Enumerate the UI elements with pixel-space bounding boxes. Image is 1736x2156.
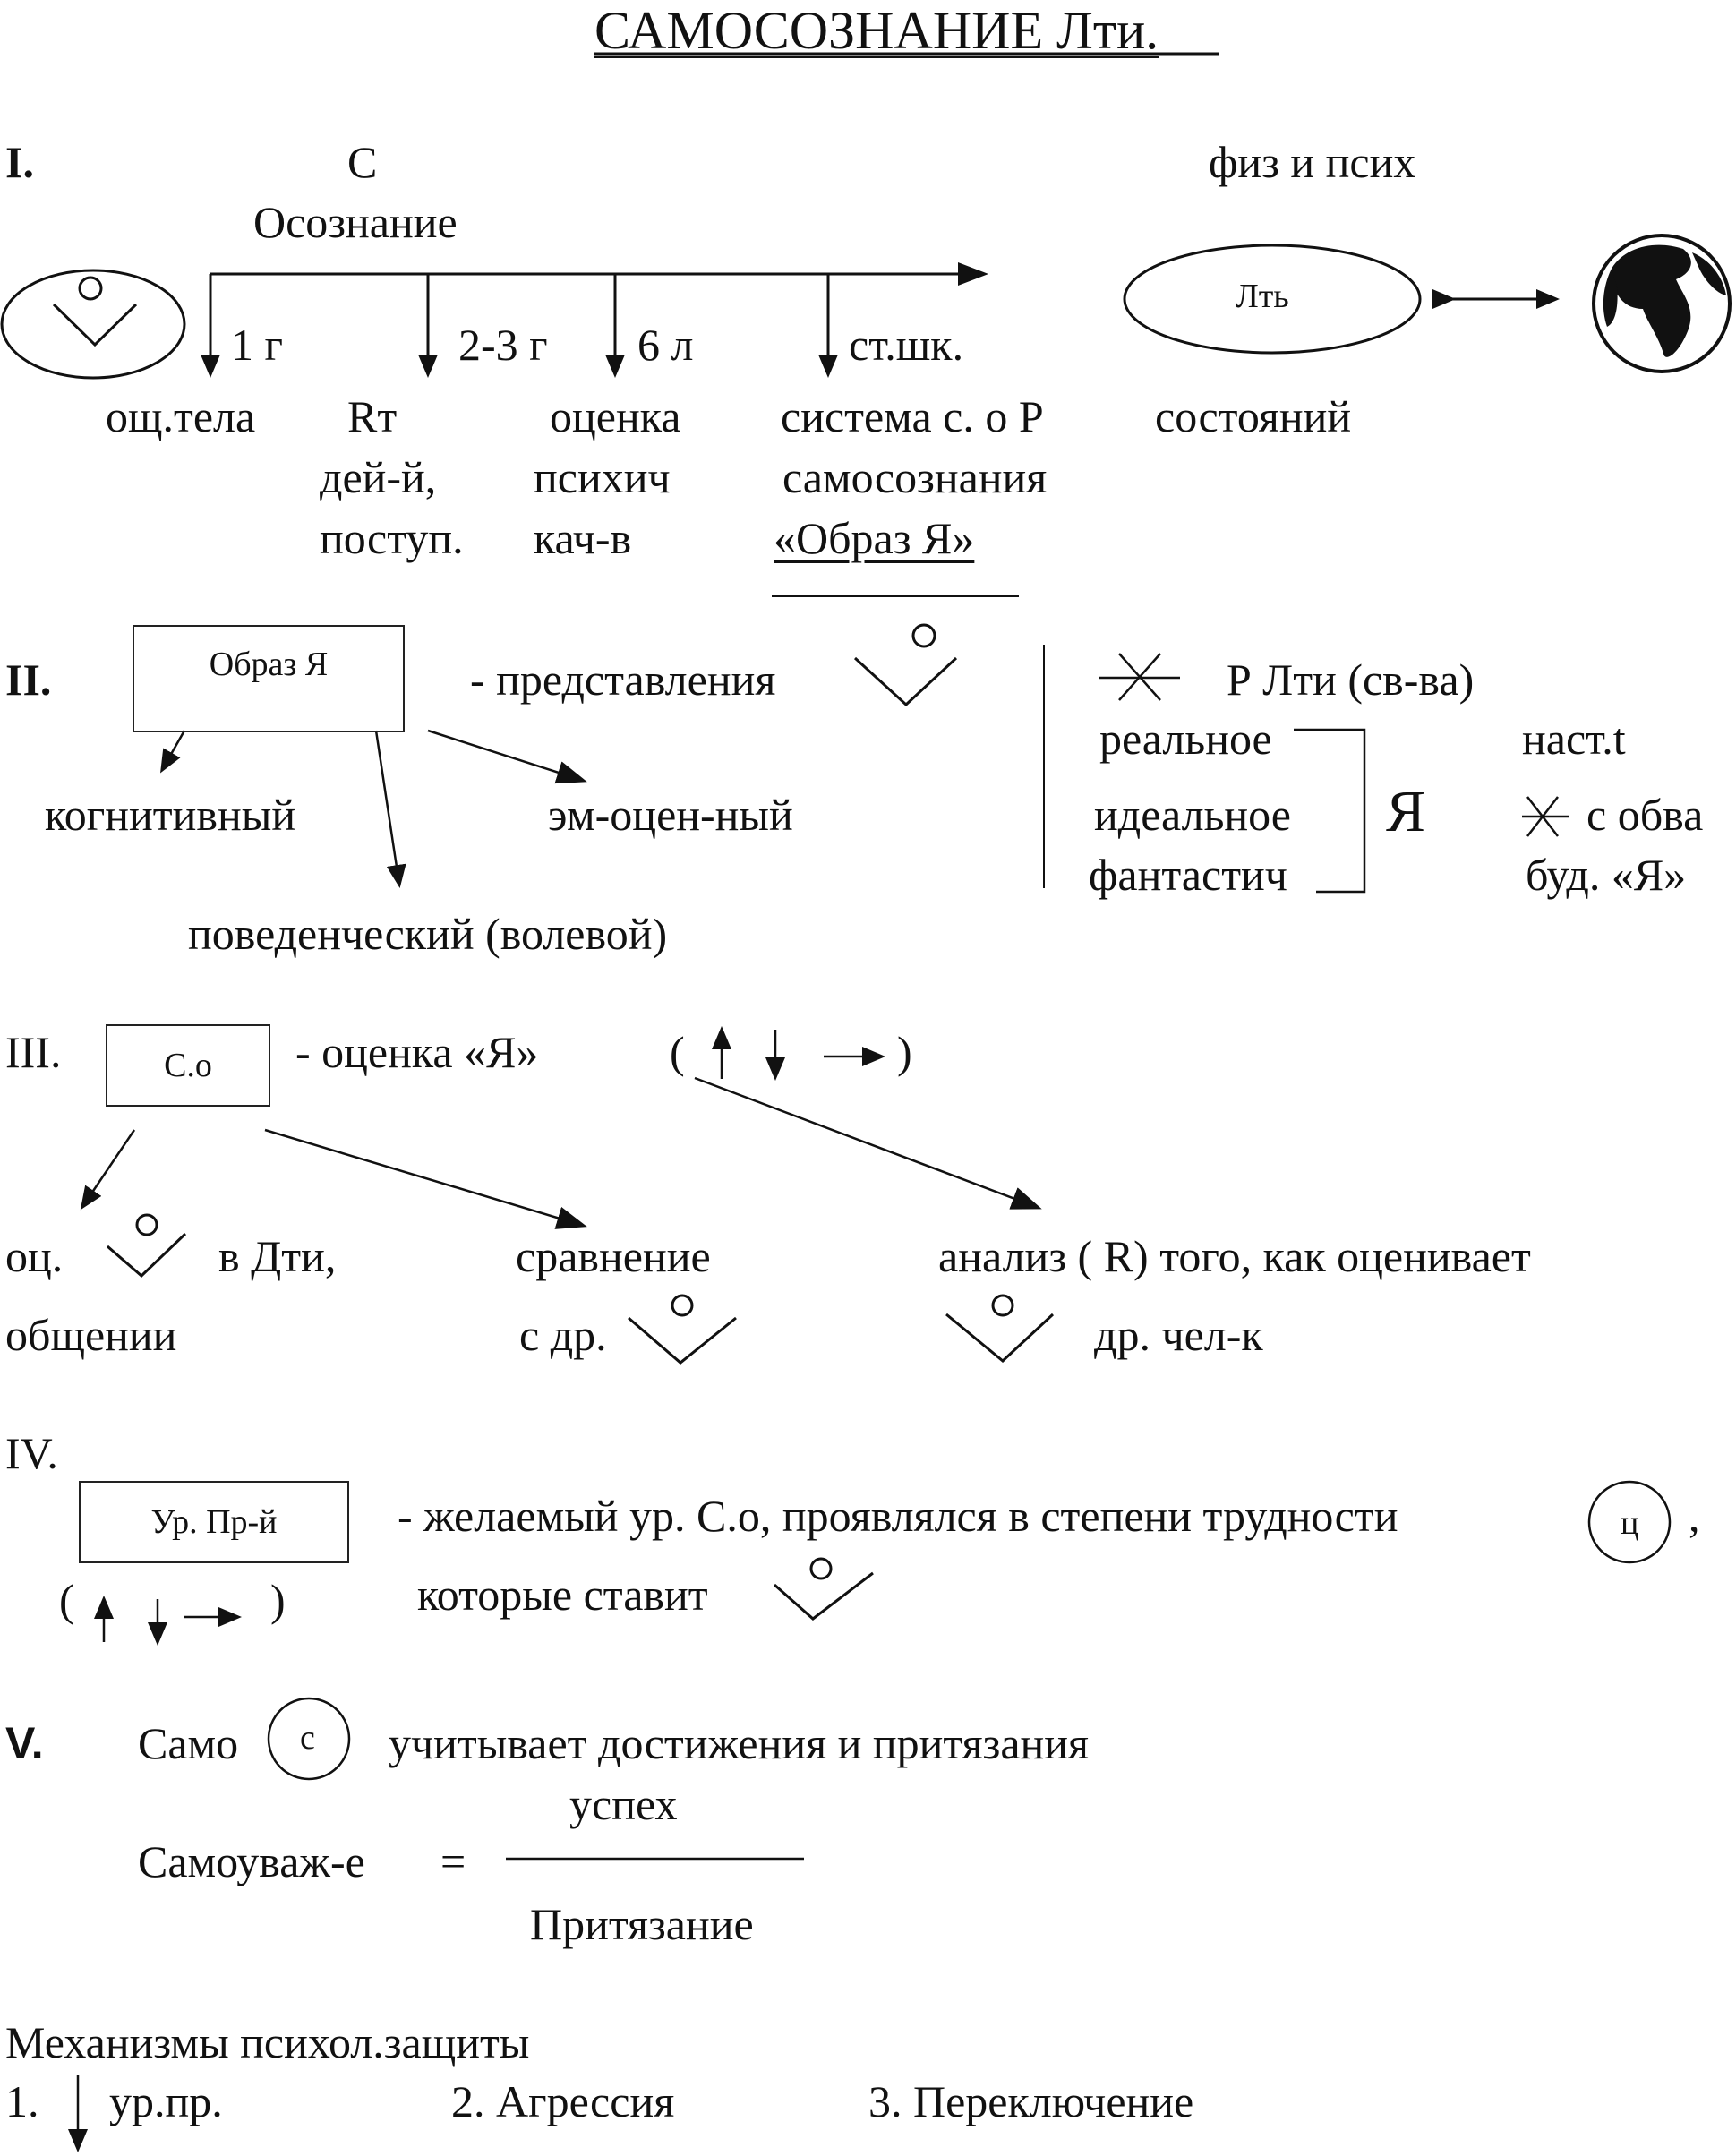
paren-open-2: ( xyxy=(59,1575,74,1625)
considers-label: учитывает достижения и притязания xyxy=(389,1718,1090,1768)
with-others-label: с др. xyxy=(519,1310,607,1360)
cognitive-label: когнитивный xyxy=(45,790,296,840)
star-symbol xyxy=(1099,653,1180,701)
col2-line1: Rт xyxy=(347,391,398,441)
in-activity-label: в Дти, xyxy=(218,1231,337,1281)
globe-icon xyxy=(1592,234,1732,373)
col4-line2: самосознания xyxy=(782,452,1048,502)
numerator-label: успех xyxy=(569,1779,678,1829)
person-icon xyxy=(853,623,958,707)
mechanism-3: 3. Переключение xyxy=(868,2076,1194,2126)
section-2-numeral: II. xyxy=(5,654,52,705)
section-4-numeral: IV. xyxy=(5,1428,58,1478)
col2-line3: поступ. xyxy=(320,513,464,563)
personality-label: Лть xyxy=(1236,278,1289,315)
mechanism-2: 2. Агрессия xyxy=(451,2076,675,2126)
equals-sign: = xyxy=(440,1836,466,1886)
consciousness-circle xyxy=(267,1697,351,1781)
col3-line3: кач-в xyxy=(534,513,632,563)
c-letter: С xyxy=(347,137,378,187)
section-1-numeral: I. xyxy=(5,137,34,187)
desired-label: - желаемый ур. С.о, проявлялся в степени… xyxy=(398,1491,1398,1541)
arrow-to-behavioral xyxy=(374,730,406,888)
self-bracket xyxy=(1294,728,1366,894)
col1-line1: ощ.тела xyxy=(106,391,256,441)
self-image-label: Образ Я xyxy=(209,646,329,683)
arrow-to-cognitive xyxy=(160,730,186,774)
goal-circle xyxy=(1587,1480,1672,1564)
real-label: реальное xyxy=(1099,714,1272,764)
col4-line3: «Образ Я» xyxy=(774,513,975,563)
page-title: САМОСОЗНАНИЕ Лти. xyxy=(594,1,1159,60)
analysis-label: анализ ( R) того, как оценивает xyxy=(938,1231,1531,1281)
paren-close: ) xyxy=(897,1027,912,1077)
ya-rating-label: - оценка «Я» xyxy=(295,1027,539,1077)
aspiration-box: Ур. Пр-й xyxy=(79,1481,349,1563)
person-icon-sets xyxy=(774,1557,874,1621)
personality-ellipse xyxy=(1123,244,1422,355)
child-icon xyxy=(0,269,186,380)
representations-label: - представления xyxy=(470,654,776,705)
person-icon-oc xyxy=(107,1213,187,1279)
arrow-to-comparison xyxy=(264,1128,587,1229)
arrow-to-emotional xyxy=(427,729,587,784)
section-5-numeral: V. xyxy=(5,1718,44,1768)
mechanism-1-number: 1. xyxy=(5,2076,39,2126)
aspiration-label: Ур. Пр-й xyxy=(150,1503,278,1541)
tick-label-1: 1 г xyxy=(231,320,284,370)
paren-close-2: ) xyxy=(270,1575,286,1625)
behavioral-label: поведенческий (волевой) xyxy=(188,909,668,959)
star-symbol-2 xyxy=(1522,796,1569,837)
arrow-to-rating xyxy=(80,1129,136,1211)
present-label: наст.t xyxy=(1522,714,1626,764)
paren-open: ( xyxy=(670,1027,685,1077)
self-rating-box: С.о xyxy=(106,1024,270,1107)
mechanisms-heading: Механизмы психол.защиты xyxy=(5,2017,530,2067)
with-both-label: с обва xyxy=(1586,790,1704,840)
tick-label-4: ст.шк. xyxy=(849,320,964,370)
person-icon-analysis xyxy=(945,1294,1055,1363)
emotional-label: эм-оцен-ный xyxy=(548,790,793,840)
self-image-box: Образ Я xyxy=(133,625,405,732)
ya-label: Я xyxy=(1386,779,1426,844)
tick-label-2: 2-3 г xyxy=(458,320,548,370)
comparison-label: сравнение xyxy=(516,1231,711,1281)
communication-label: общении xyxy=(5,1310,177,1360)
other-person-label: др. чел-к xyxy=(1094,1310,1263,1360)
denominator-label: Притязание xyxy=(530,1899,754,1949)
awareness-label: Осознание xyxy=(253,197,458,247)
consciousness-circle-letter: с xyxy=(300,1719,315,1757)
section-3-numeral: III. xyxy=(5,1027,62,1077)
which-sets-label: которые ставит xyxy=(417,1570,708,1620)
person-icon-comparison xyxy=(628,1294,737,1365)
col2-line2: дей-й, xyxy=(320,452,437,502)
physpsych-label: физ и псих xyxy=(1209,137,1416,187)
self-respect-label: Самоуваж-е xyxy=(138,1836,365,1886)
tick-label-3: 6 л xyxy=(637,320,694,370)
mechanism-1-text: ур.пр. xyxy=(109,2076,223,2126)
fantastic-label: фантастич xyxy=(1089,850,1287,900)
goal-comma: , xyxy=(1689,1491,1700,1541)
col3-line1: оценка xyxy=(550,391,681,441)
ideal-label: идеальное xyxy=(1094,790,1291,840)
col3-line2: психич xyxy=(534,452,671,502)
col4-line1: система с. о Р xyxy=(781,391,1044,441)
goal-circle-letter: ц xyxy=(1621,1504,1639,1542)
future-label: буд. «Я» xyxy=(1526,850,1687,900)
samo-label: Само xyxy=(138,1718,239,1768)
col5-label: состояний xyxy=(1155,391,1352,441)
oc-label: оц. xyxy=(5,1231,64,1281)
arrow-to-analysis xyxy=(694,1076,1042,1210)
self-rating-label: С.о xyxy=(164,1047,212,1084)
p-lti-label: Р Лти (св-ва) xyxy=(1227,654,1475,705)
